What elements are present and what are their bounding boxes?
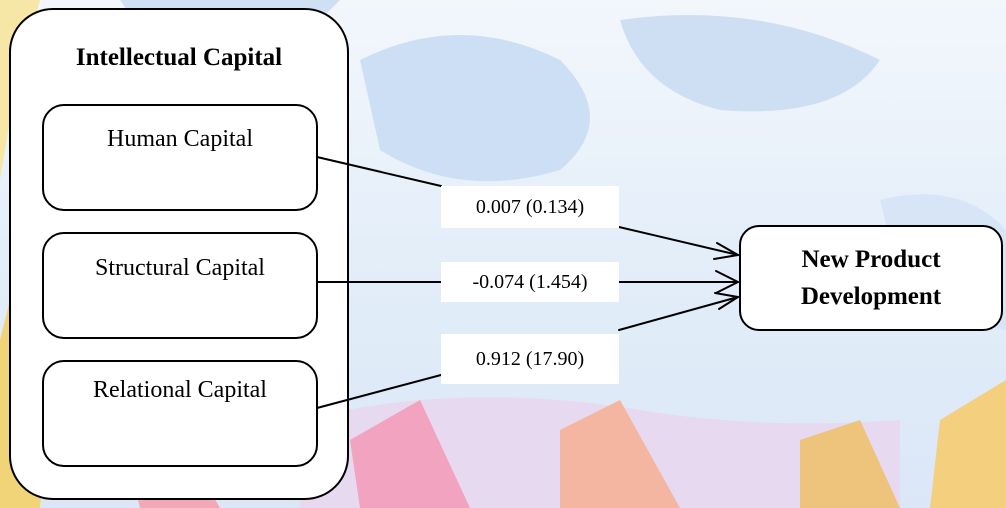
relational-capital-label: Relational Capital xyxy=(93,377,267,403)
structural-capital-arrowhead xyxy=(715,270,739,294)
structural-capital-node: Structural Capital xyxy=(42,232,318,339)
relational-capital-arrowhead xyxy=(714,292,739,310)
human-capital-node: Human Capital xyxy=(42,104,318,211)
relational-capital-coefficient: 0.912 (17.90) xyxy=(441,334,619,384)
human-capital-coefficient: 0.007 (0.134) xyxy=(441,186,619,228)
outcome-label: New Product Development xyxy=(741,241,1001,315)
relational-capital-node: Relational Capital xyxy=(42,360,318,467)
human-capital-arrowhead xyxy=(713,242,739,260)
outcome-label-line2: Development xyxy=(800,283,942,310)
outcome-label-line1: New Product xyxy=(801,246,941,273)
human-capital-label: Human Capital xyxy=(107,126,253,152)
structural-capital-coefficient: -0.074 (1.454) xyxy=(441,262,619,302)
group-title: Intellectual Capital xyxy=(75,44,283,71)
relational-capital-path-line-start xyxy=(316,374,442,409)
structural-capital-label: Structural Capital xyxy=(95,255,265,281)
new-product-development-node: New Product Development xyxy=(739,225,1003,331)
human-capital-path-line-start xyxy=(316,156,442,187)
human-capital-path-line-end xyxy=(618,226,739,256)
relational-capital-path-line-end xyxy=(618,296,739,331)
